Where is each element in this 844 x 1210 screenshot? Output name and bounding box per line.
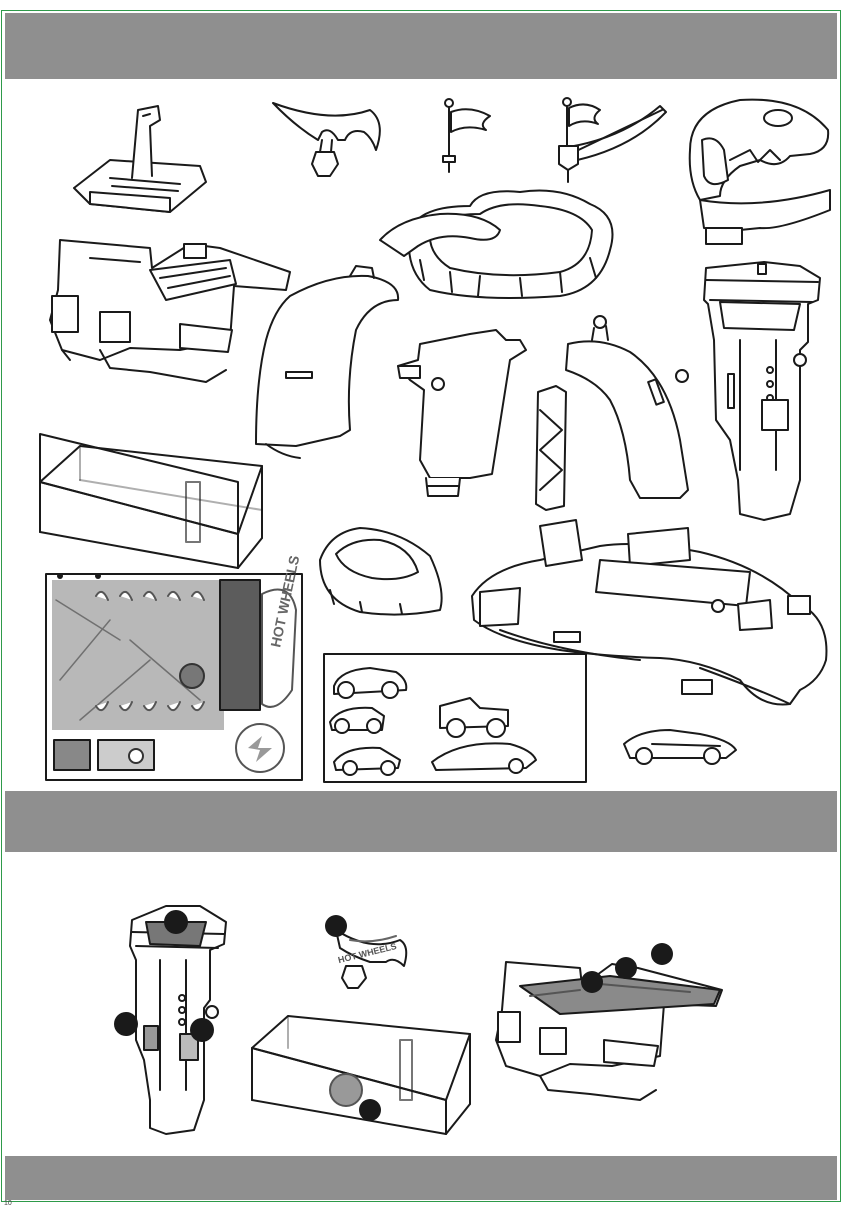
sticker-marker-dot [359, 1099, 381, 1121]
curve-track-left [256, 266, 398, 458]
loose-car [624, 730, 736, 764]
sticker-marker-dot [57, 573, 63, 579]
crater-bowl [380, 191, 613, 299]
car-card [324, 654, 586, 782]
sticker-marker-dot [114, 1012, 138, 1036]
curve-track-right [566, 316, 688, 498]
sticker-marker-dot [325, 915, 347, 937]
rock-cup [320, 528, 442, 615]
clear-box [40, 434, 262, 568]
flag-ramp [559, 98, 666, 182]
sticker-marker-dot [190, 1018, 214, 1042]
page-number: 10 [4, 1200, 12, 1207]
spinner-arm [273, 103, 380, 176]
sticker-marker-dot [164, 910, 188, 934]
sticker-sheet [46, 574, 302, 780]
sticker-marker-dot [615, 957, 637, 979]
flag-small [443, 99, 490, 172]
track-piece-bracket [398, 330, 526, 496]
ship-module [50, 240, 290, 382]
sticker-marker-dot [651, 943, 673, 965]
tower [704, 262, 820, 520]
shark-head [690, 100, 830, 244]
sticker-marker-dot [581, 971, 603, 993]
support-post [536, 386, 566, 510]
assembly-ship [496, 962, 722, 1100]
assembly-tower [130, 906, 226, 1134]
launcher-base [74, 106, 206, 212]
sticker-marker-dot [95, 573, 101, 579]
